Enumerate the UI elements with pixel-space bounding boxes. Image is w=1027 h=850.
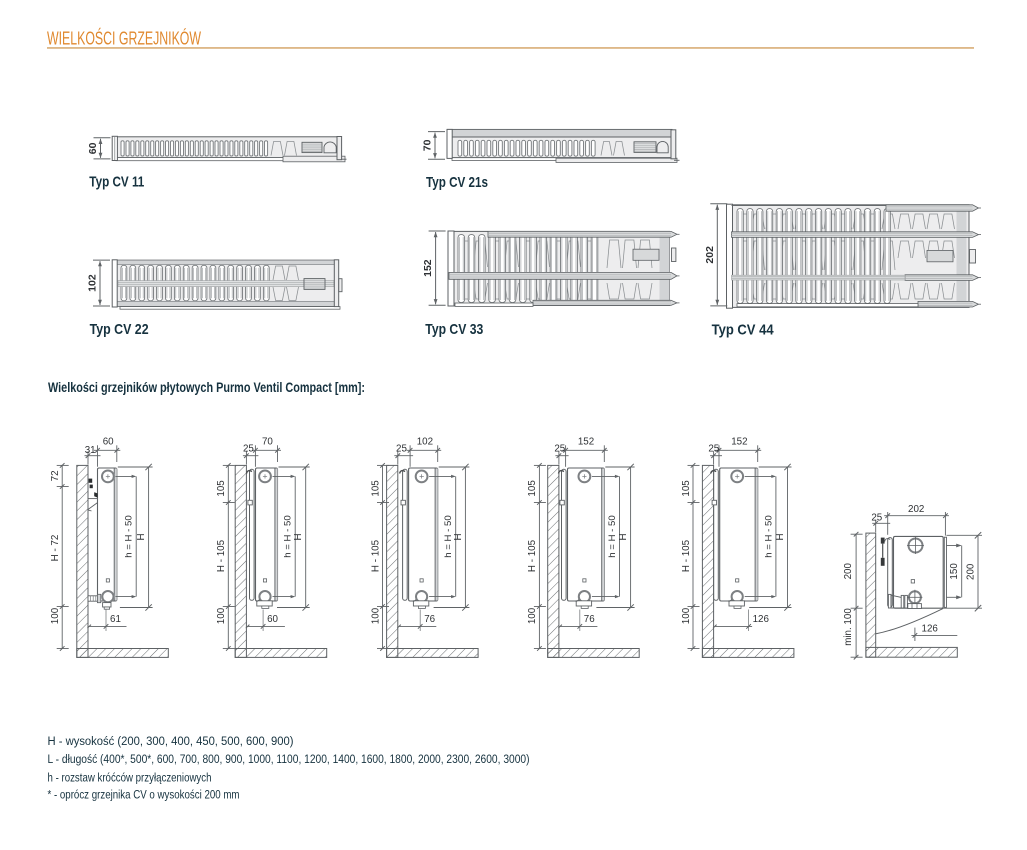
svg-text:105: 105 — [681, 480, 692, 497]
svg-text:100: 100 — [370, 607, 381, 624]
svg-text:152: 152 — [731, 437, 747, 448]
svg-text:H - 105: H - 105 — [216, 539, 227, 572]
svg-text:Typ CV 33: Typ CV 33 — [425, 322, 483, 338]
svg-text:60: 60 — [267, 614, 278, 625]
svg-text:25: 25 — [554, 443, 565, 454]
svg-text:H: H — [618, 533, 629, 540]
svg-text:31: 31 — [85, 445, 96, 456]
svg-text:H - 105: H - 105 — [681, 539, 692, 572]
svg-text:105: 105 — [216, 480, 227, 497]
svg-text:202: 202 — [704, 246, 716, 264]
svg-text:126: 126 — [922, 624, 939, 635]
svg-text:25: 25 — [243, 443, 254, 454]
svg-text:200: 200 — [966, 563, 977, 580]
svg-text:102: 102 — [87, 274, 99, 292]
svg-text:60: 60 — [103, 437, 114, 448]
svg-text:150: 150 — [949, 563, 960, 580]
svg-text:70: 70 — [262, 437, 273, 448]
svg-text:25: 25 — [396, 443, 407, 454]
svg-text:H: H — [775, 533, 786, 540]
svg-text:70: 70 — [422, 139, 434, 151]
svg-text:76: 76 — [584, 614, 595, 625]
svg-text:72: 72 — [50, 470, 61, 481]
svg-text:H - wysokość (200, 300, 400, 4: H - wysokość (200, 300, 400, 450, 500, 6… — [48, 734, 294, 748]
svg-text:H: H — [293, 533, 304, 540]
svg-text:Typ CV 11: Typ CV 11 — [89, 175, 144, 191]
svg-text:126: 126 — [753, 614, 770, 625]
svg-text:WIELKOŚCI GRZEJNIKÓW: WIELKOŚCI GRZEJNIKÓW — [47, 27, 201, 48]
svg-text:h = H - 50: h = H - 50 — [283, 515, 294, 557]
svg-text:202: 202 — [908, 504, 924, 515]
svg-text:Typ CV 21s: Typ CV 21s — [426, 175, 488, 191]
svg-text:h = H - 50: h = H - 50 — [763, 515, 774, 557]
svg-text:H - 105: H - 105 — [527, 539, 538, 572]
svg-text:105: 105 — [527, 480, 538, 497]
svg-text:152: 152 — [422, 259, 434, 277]
svg-text:200: 200 — [843, 562, 854, 579]
svg-text:102: 102 — [417, 437, 433, 448]
svg-text:105: 105 — [370, 480, 381, 497]
svg-text:Typ CV 22: Typ CV 22 — [90, 322, 149, 338]
svg-text:152: 152 — [578, 437, 594, 448]
svg-text:100: 100 — [681, 607, 692, 624]
svg-text:min. 100: min. 100 — [843, 608, 854, 646]
svg-text:Typ CV 44: Typ CV 44 — [712, 323, 775, 339]
svg-text:100: 100 — [527, 607, 538, 624]
svg-text:Wielkości grzejników płytowych: Wielkości grzejników płytowych Purmo Ven… — [48, 380, 365, 396]
svg-text:H: H — [453, 533, 464, 540]
svg-text:h = H - 50: h = H - 50 — [607, 515, 618, 557]
svg-text:h = H - 50: h = H - 50 — [124, 515, 135, 557]
svg-text:25: 25 — [708, 443, 719, 454]
svg-text:H: H — [136, 533, 147, 540]
svg-text:25: 25 — [871, 513, 882, 524]
svg-text:61: 61 — [110, 614, 121, 625]
svg-text:60: 60 — [87, 142, 99, 154]
svg-text:h - rozstaw króćców przyłączen: h - rozstaw króćców przyłączeniowych — [48, 770, 212, 784]
svg-text:* - oprócz grzejnika CV o wyso: * - oprócz grzejnika CV o wysokości 200 … — [48, 788, 240, 802]
svg-text:H - 105: H - 105 — [370, 539, 381, 572]
svg-text:100: 100 — [50, 607, 61, 624]
svg-text:76: 76 — [424, 614, 435, 625]
svg-text:h = H - 50: h = H - 50 — [443, 515, 454, 557]
svg-text:L - długość (400*, 500*, 600,: L - długość (400*, 500*, 600, 700, 800, … — [48, 752, 530, 766]
svg-text:100: 100 — [216, 607, 227, 624]
svg-text:H - 72: H - 72 — [50, 535, 61, 562]
